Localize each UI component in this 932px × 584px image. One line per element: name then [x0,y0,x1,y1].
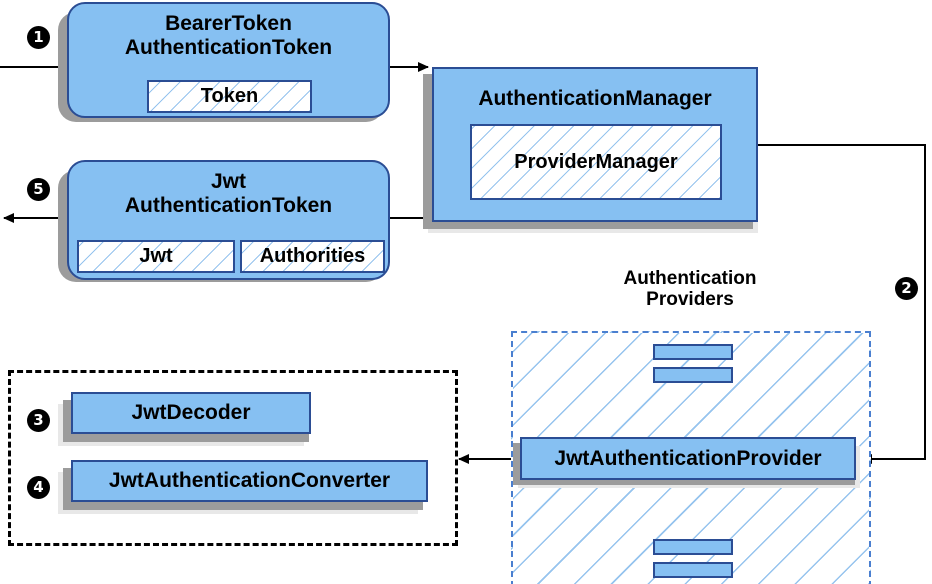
step-badge-5: 5 [27,178,50,201]
providers-group-caption: Authentication Providers [623,268,757,311]
provider-placeholder-bar-top-1 [653,344,733,360]
provider-placeholder-bar-bottom-2 [653,562,733,578]
bearer-token-compartment-label: Token [200,85,259,107]
bearer-token-authentication-token-node[interactable]: BearerToken AuthenticationToken Token [67,2,390,118]
jwt-authentication-converter-node[interactable]: JwtAuthenticationConverter [71,460,428,502]
step-badge-3: 3 [27,409,50,432]
jwt-decoder-node[interactable]: JwtDecoder [71,392,311,434]
bearer-token-compartment[interactable]: Token [147,80,312,113]
provider-manager-label: ProviderManager [514,150,678,173]
step-badge-4: 4 [27,476,50,499]
jwt-authentication-converter-label: JwtAuthenticationConverter [108,469,391,492]
step-badge-1: 1 [27,26,50,49]
provider-placeholder-bar-bottom-1 [653,539,733,555]
authentication-manager-title: AuthenticationManager [478,87,712,110]
jwt-authentication-token-title: Jwt AuthenticationToken [124,170,333,217]
jwt-authentication-provider-node[interactable]: JwtAuthenticationProvider [520,437,856,480]
authentication-manager-node[interactable]: AuthenticationManager ProviderManager [432,67,758,222]
step-badge-2: 2 [895,277,918,300]
authorities-compartment-label: Authorities [259,245,366,267]
bearer-token-authentication-token-title: BearerToken AuthenticationToken [124,12,333,59]
provider-manager-compartment[interactable]: ProviderManager [470,124,722,200]
jwt-compartment[interactable]: Jwt [77,240,235,273]
jwt-compartment-label: Jwt [139,245,173,267]
jwt-authentication-provider-label: JwtAuthenticationProvider [554,446,822,470]
jwt-decoder-label: JwtDecoder [131,401,251,424]
jwt-processing-group [8,370,458,546]
authorities-compartment[interactable]: Authorities [240,240,385,273]
provider-placeholder-bar-top-2 [653,367,733,383]
jwt-authentication-token-node[interactable]: Jwt AuthenticationToken Jwt Authorities [67,160,390,280]
